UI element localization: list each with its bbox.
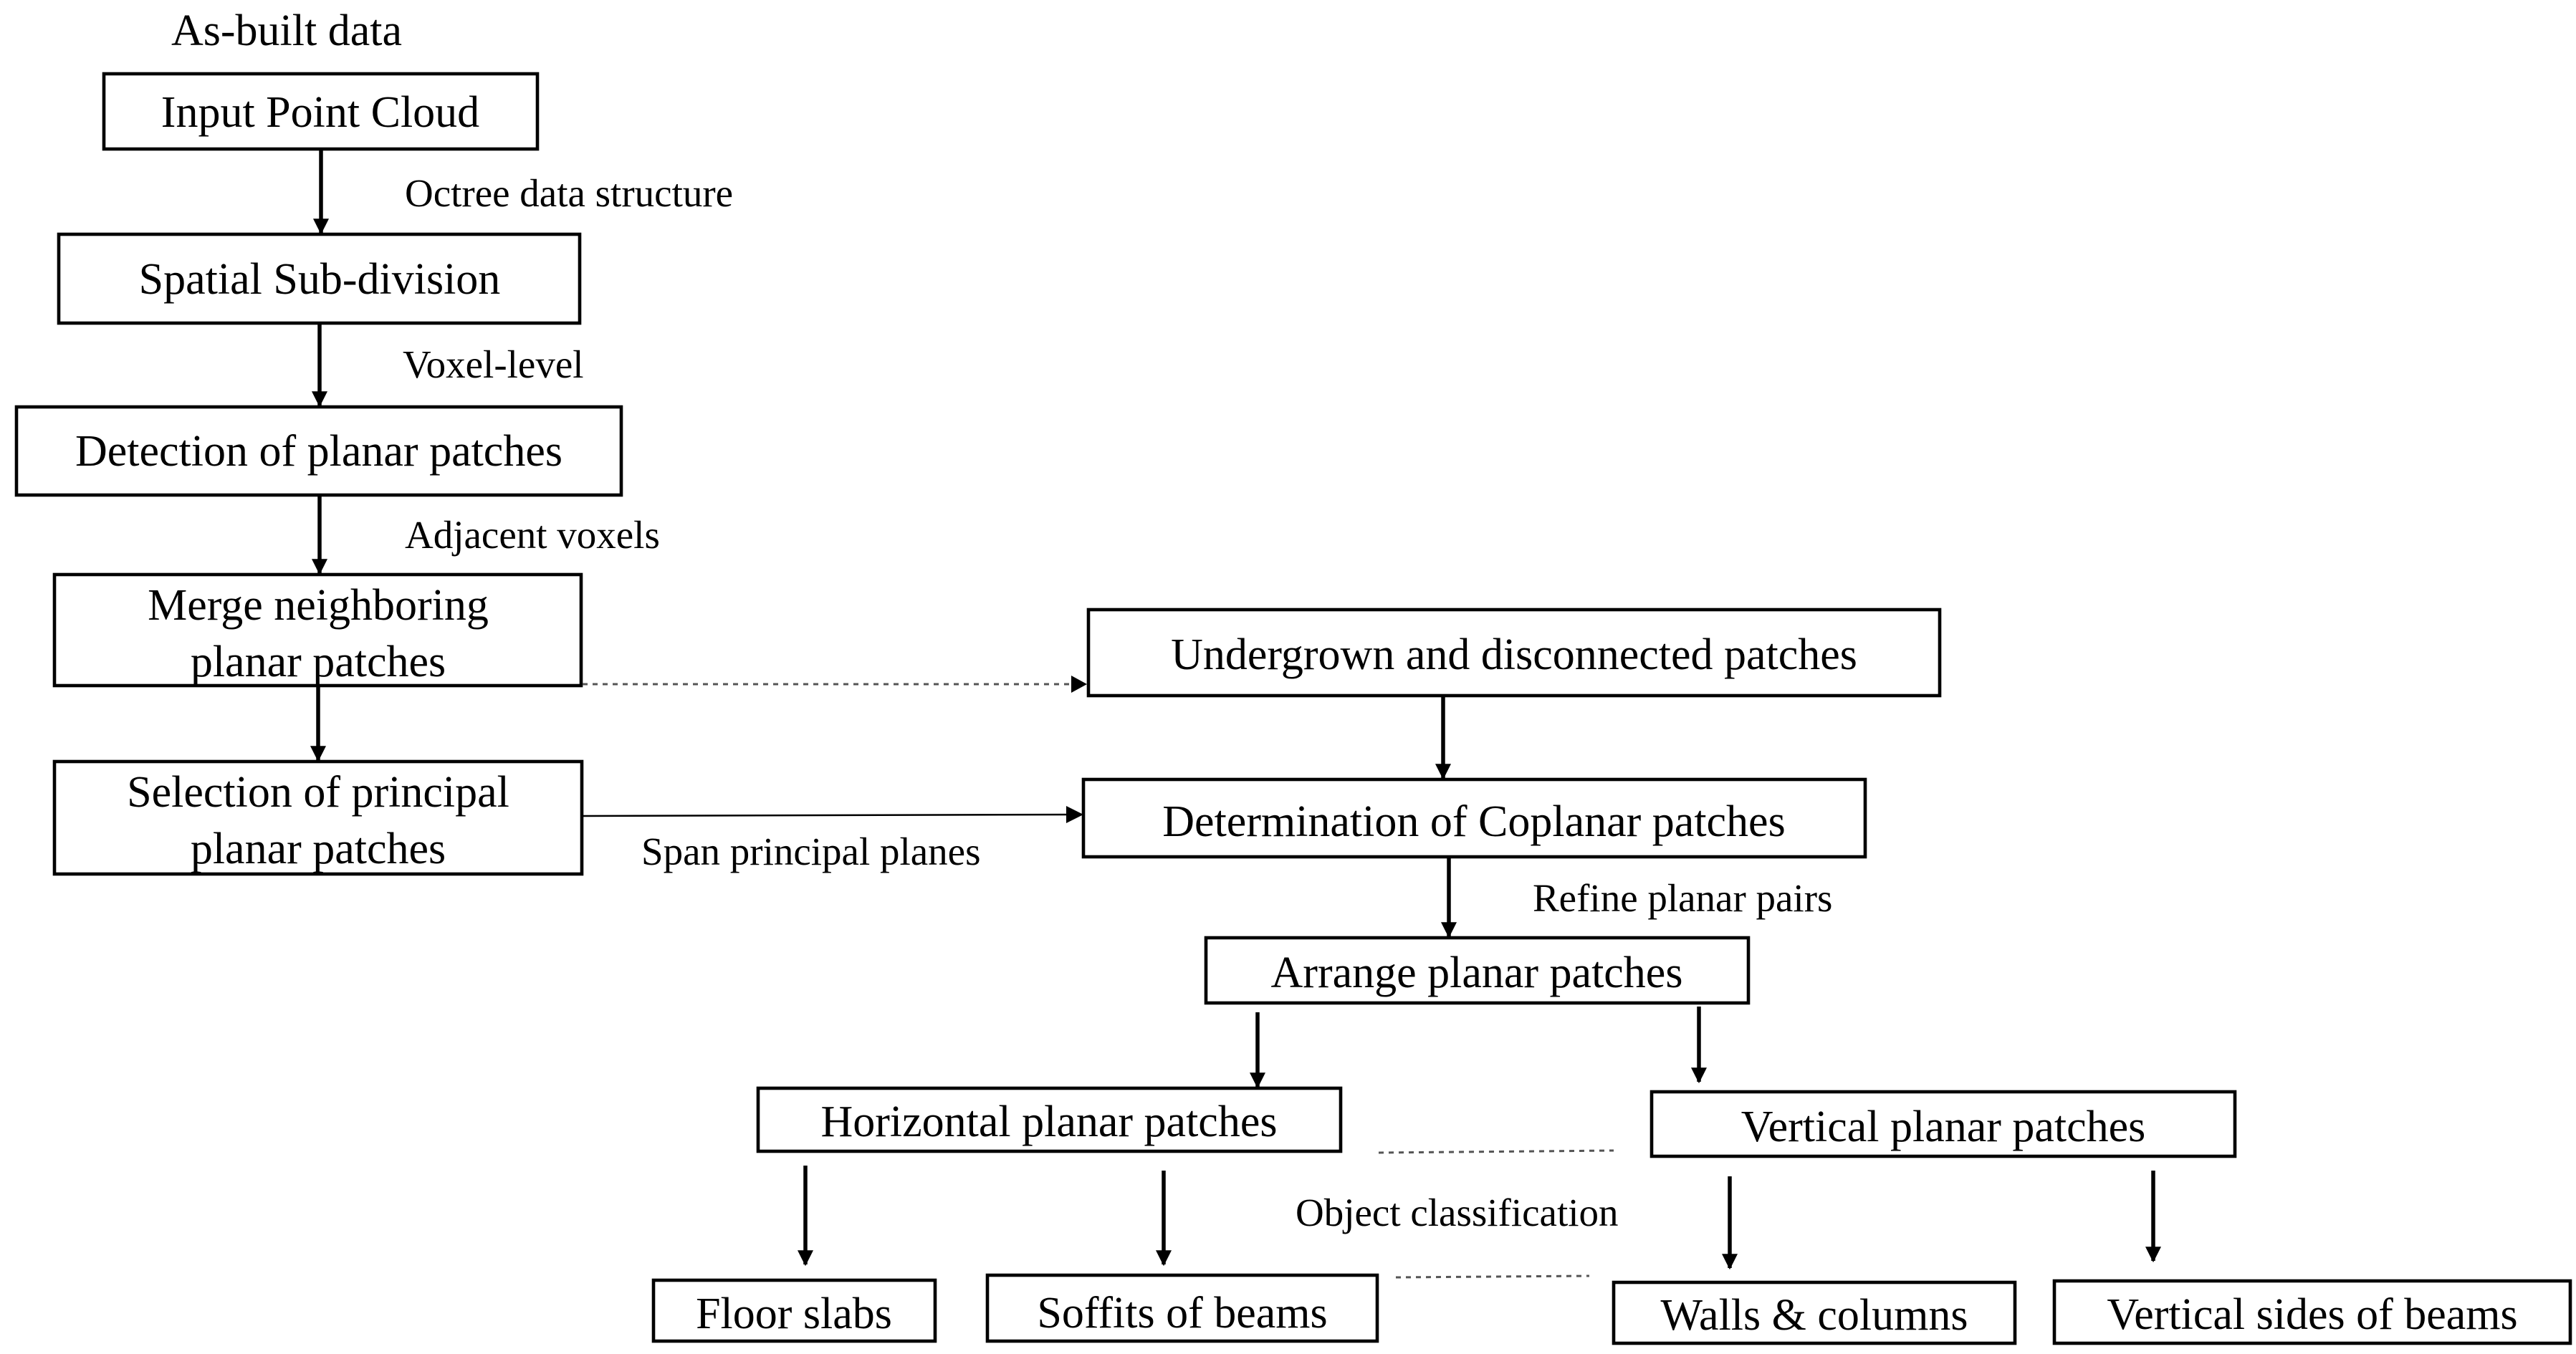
node-horizontal-planar-label: Horizontal planar patches: [821, 1098, 1278, 1146]
edge-label-refine-pairs: Refine planar pairs: [1533, 876, 1832, 920]
node-spatial-subdivision-label: Spatial Sub-division: [139, 255, 501, 304]
node-floor-slabs: Floor slabs: [651, 1278, 937, 1343]
edge-label-object-classification: Object classification: [1296, 1191, 1619, 1234]
node-vertical-sides-of-beams: Vertical sides of beams: [2052, 1279, 2572, 1345]
edge-label-octree: Octree data structure: [405, 171, 733, 215]
dashed-arrowhead: [1071, 676, 1087, 693]
node-floor-slabs-label: Floor slabs: [696, 1290, 892, 1338]
classification-dash-lower: [1395, 1274, 1590, 1279]
node-detection-planar-patches: Detection of planar patches: [14, 405, 623, 497]
node-soffits-of-beams-label: Soffits of beams: [1037, 1289, 1327, 1338]
node-merge-neighboring-line2: planar patches: [191, 638, 446, 686]
node-horizontal-planar: Horizontal planar patches: [756, 1086, 1343, 1153]
arrow-selection-to-coplanar: [582, 813, 1079, 817]
arrowhead-selection-to-coplanar: [1066, 806, 1083, 823]
node-spatial-subdivision: Spatial Sub-division: [57, 232, 582, 325]
node-vertical-planar: Vertical planar patches: [1649, 1090, 2237, 1158]
node-soffits-of-beams: Soffits of beams: [985, 1273, 1379, 1343]
node-vertical-sides-of-beams-label: Vertical sides of beams: [2107, 1290, 2517, 1339]
edge-label-adjacent-voxels: Adjacent voxels: [405, 513, 660, 557]
diagram-title: As-built data: [171, 6, 402, 55]
node-vertical-planar-label: Vertical planar patches: [1741, 1103, 2146, 1151]
node-input-point-cloud-label: Input Point Cloud: [161, 88, 479, 137]
node-arrange-planar: Arrange planar patches: [1204, 936, 1751, 1005]
node-selection-principal: Selection of principal planar patches: [52, 759, 584, 876]
classification-dash-upper: [1378, 1149, 1614, 1154]
node-arrange-planar-label: Arrange planar patches: [1271, 949, 1683, 997]
node-coplanar-patches: Determination of Coplanar patches: [1081, 777, 1867, 859]
node-merge-neighboring-line1: Merge neighboring: [148, 581, 489, 630]
node-coplanar-patches-label: Determination of Coplanar patches: [1162, 797, 1785, 846]
edge-label-span-principal: Span principal planes: [641, 830, 981, 873]
node-walls-columns: Walls & columns: [1612, 1280, 2017, 1345]
node-input-point-cloud: Input Point Cloud: [102, 72, 540, 151]
node-merge-neighboring: Merge neighboring planar patches: [52, 572, 583, 688]
node-walls-columns-label: Walls & columns: [1661, 1291, 1968, 1340]
node-undergrown-disconnected: Undergrown and disconnected patches: [1086, 608, 1942, 698]
node-selection-principal-line1: Selection of principal: [127, 768, 509, 817]
edge-label-voxel-level: Voxel-level: [403, 342, 584, 386]
node-undergrown-disconnected-label: Undergrown and disconnected patches: [1171, 630, 1857, 679]
node-detection-planar-patches-label: Detection of planar patches: [75, 427, 562, 476]
node-selection-principal-line2: planar patches: [191, 825, 446, 873]
